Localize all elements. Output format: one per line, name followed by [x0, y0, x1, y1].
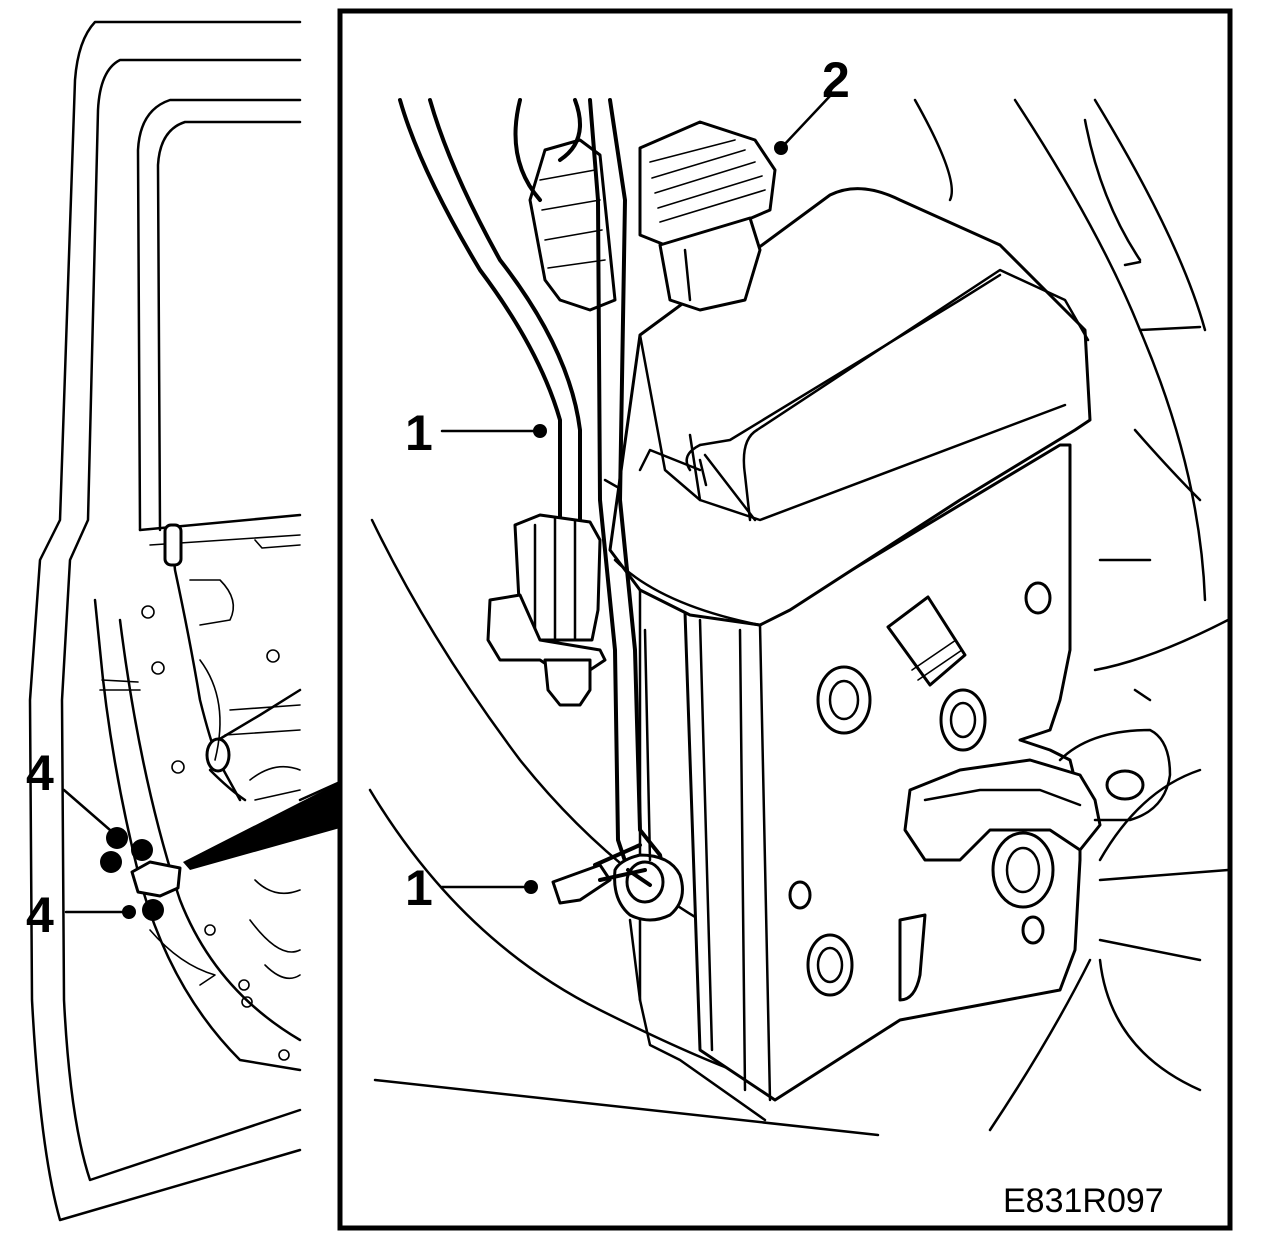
drawing-code: E831R097	[1003, 1182, 1164, 1220]
screw-marker-4	[142, 899, 164, 921]
callout-lock-unit: 2	[774, 52, 850, 155]
screw-marker-2	[131, 839, 153, 861]
callout-cable-lower: 1	[405, 860, 538, 916]
svg-text:4: 4	[26, 745, 54, 801]
zoom-wedge	[183, 782, 340, 870]
lock-detail	[368, 98, 1230, 1137]
callout-screws-upper: 4	[26, 745, 112, 832]
screw-marker-3	[100, 851, 122, 873]
svg-text:1: 1	[405, 405, 433, 461]
screw-marker-1	[106, 827, 128, 849]
door-overview	[28, 20, 342, 1222]
detail-frame	[337, 8, 1233, 1231]
svg-text:4: 4	[26, 887, 54, 943]
callout-cable-upper: 1	[405, 405, 547, 461]
svg-text:1: 1	[405, 860, 433, 916]
callout-screws-lower: 4	[26, 887, 136, 943]
